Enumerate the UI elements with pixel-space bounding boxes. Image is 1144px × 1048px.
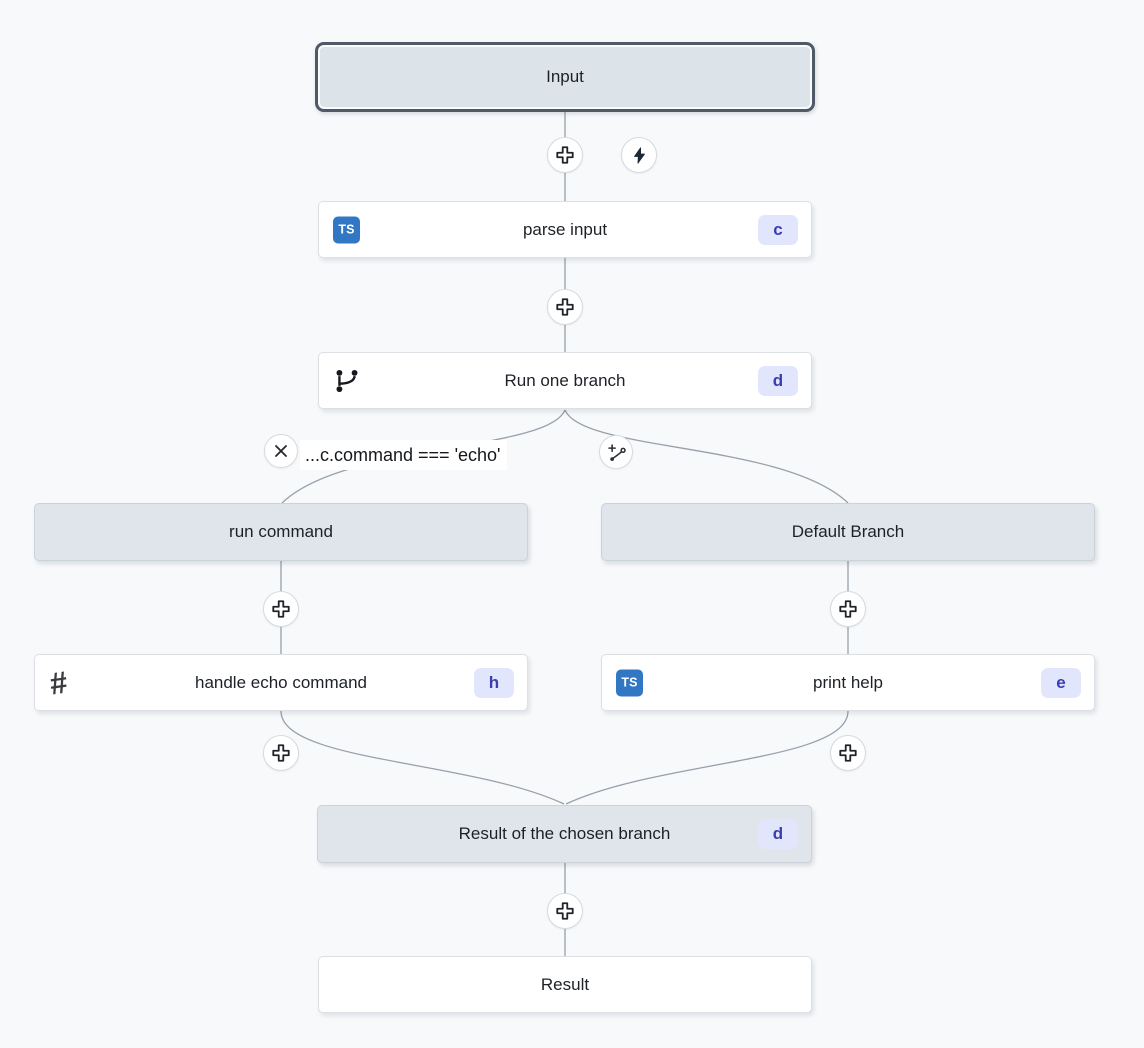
x-icon xyxy=(275,445,287,457)
node-parse-input[interactable]: TS parse input c xyxy=(318,201,812,258)
node-handle-echo-command[interactable]: # handle echo command h xyxy=(34,654,528,711)
branch-condition-marker[interactable] xyxy=(264,434,298,468)
typescript-badge: TS xyxy=(616,669,643,696)
add-step-button[interactable] xyxy=(830,591,866,627)
branch-condition-label[interactable]: ...c.command === 'echo' xyxy=(300,440,508,470)
node-result-label: Result xyxy=(540,974,590,994)
plus-icon xyxy=(556,298,574,316)
step-id-badge: d xyxy=(758,819,798,849)
node-result-of-chosen-branch[interactable]: Result of the chosen branch d xyxy=(317,805,812,863)
git-branch-icon xyxy=(334,368,360,394)
add-step-button[interactable] xyxy=(263,591,299,627)
node-run-one-branch[interactable]: Run one branch d xyxy=(318,352,812,409)
add-step-button[interactable] xyxy=(547,137,583,173)
edge-handle-echo-to-result-branch xyxy=(280,710,565,805)
step-id-badge: d xyxy=(758,365,798,396)
node-run-command-branch-header[interactable]: run command xyxy=(34,503,528,561)
add-step-button[interactable] xyxy=(830,735,866,771)
typescript-badge: TS xyxy=(333,216,360,243)
edge-branch-to-default xyxy=(564,409,849,504)
node-handle-echo-command-label: handle echo command xyxy=(194,672,367,692)
step-id-badge: c xyxy=(758,214,798,245)
plus-icon xyxy=(556,902,574,920)
step-id-badge: e xyxy=(1041,667,1081,698)
node-input[interactable]: Input xyxy=(315,42,815,112)
add-branch-button[interactable] xyxy=(599,435,633,469)
lightning-bolt-icon xyxy=(633,146,645,164)
add-step-button[interactable] xyxy=(547,289,583,325)
node-default-branch-label: Default Branch xyxy=(791,522,905,541)
step-id-badge: h xyxy=(474,667,514,698)
node-print-help-label: print help xyxy=(813,672,883,692)
node-parse-input-label: parse input xyxy=(522,219,608,239)
node-result-of-chosen-branch-label: Result of the chosen branch xyxy=(458,824,671,843)
plus-icon xyxy=(839,744,857,762)
edge-print-help-to-result-branch xyxy=(565,710,849,805)
node-input-label: Input xyxy=(546,67,584,86)
branch-plus-icon xyxy=(607,443,626,461)
plus-icon xyxy=(556,146,574,164)
node-result[interactable]: Result xyxy=(318,956,812,1013)
plus-icon xyxy=(272,744,290,762)
node-run-one-branch-label: Run one branch xyxy=(504,370,626,390)
node-run-command-label: run command xyxy=(229,522,333,541)
plus-icon xyxy=(272,600,290,618)
plus-icon xyxy=(839,600,857,618)
node-default-branch-header[interactable]: Default Branch xyxy=(601,503,1095,561)
hash-icon: # xyxy=(47,663,70,702)
trigger-button[interactable] xyxy=(621,137,657,173)
node-print-help[interactable]: TS print help e xyxy=(601,654,1095,711)
add-step-button[interactable] xyxy=(263,735,299,771)
add-step-button[interactable] xyxy=(547,893,583,929)
